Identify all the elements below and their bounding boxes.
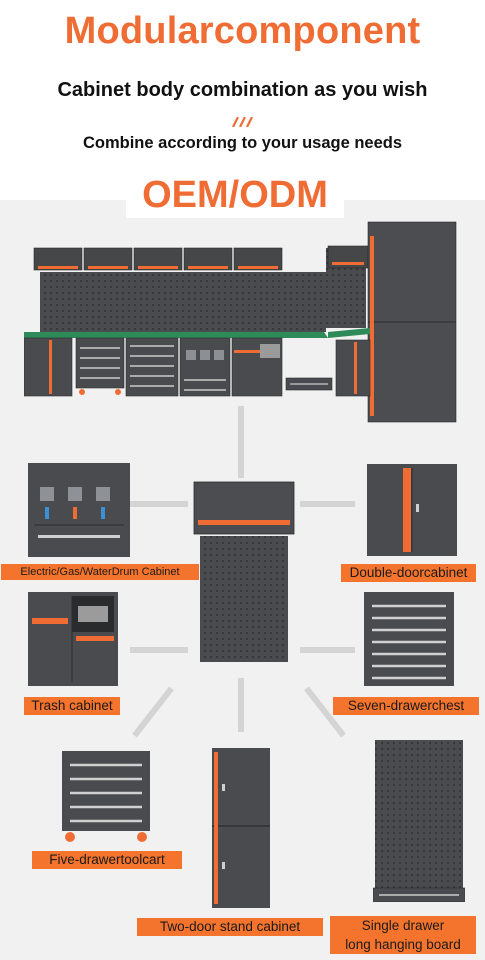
connector-line (238, 406, 244, 478)
header: Modularcomponent Cabinet body combinatio… (0, 0, 485, 200)
two-door-stand-cabinet-icon (212, 748, 270, 908)
seven-drawer-chest-icon (364, 592, 454, 686)
label-double-door: Double-doorcabinet (341, 564, 476, 582)
connector-line (130, 501, 188, 507)
workshop-set-image (24, 221, 457, 423)
double-door-cabinet-icon (367, 464, 457, 556)
product-stage: Electric/Gas/WaterDrum Cabinet Double-do… (0, 200, 485, 960)
tagline: Combine according to your usage needs (82, 134, 403, 152)
connector-line (300, 501, 355, 507)
connector-line (132, 686, 174, 738)
oem-badge: OEM/ODM (126, 172, 344, 218)
trash-cabinet-icon (28, 592, 118, 686)
label-gas-cabinet: Electric/Gas/WaterDrum Cabinet (1, 564, 199, 580)
page-subtitle: Cabinet body combination as you wish (57, 79, 428, 101)
label-hanging-board-line1: Single drawer (361, 918, 445, 933)
hanging-board-icon (373, 740, 465, 902)
page-title: Modularcomponent (64, 10, 421, 52)
label-five-drawer: Five-drawertoolcart (32, 851, 182, 869)
connector-line (130, 647, 188, 653)
utility-cabinet-icon (28, 463, 130, 557)
label-hanging-board: Single drawer long hanging board (330, 916, 476, 954)
connector-line (300, 647, 355, 653)
five-drawer-cart-icon (62, 751, 150, 842)
connector-line (238, 678, 244, 732)
label-two-door: Two-door stand cabinet (137, 918, 323, 936)
hanging-cabinet-image (193, 481, 295, 662)
label-seven-drawer: Seven-drawerchest (333, 697, 479, 715)
slash-divider-icon (232, 117, 253, 127)
label-trash-cabinet: Trash cabinet (24, 697, 120, 715)
label-hanging-board-line2: long hanging board (345, 937, 461, 952)
